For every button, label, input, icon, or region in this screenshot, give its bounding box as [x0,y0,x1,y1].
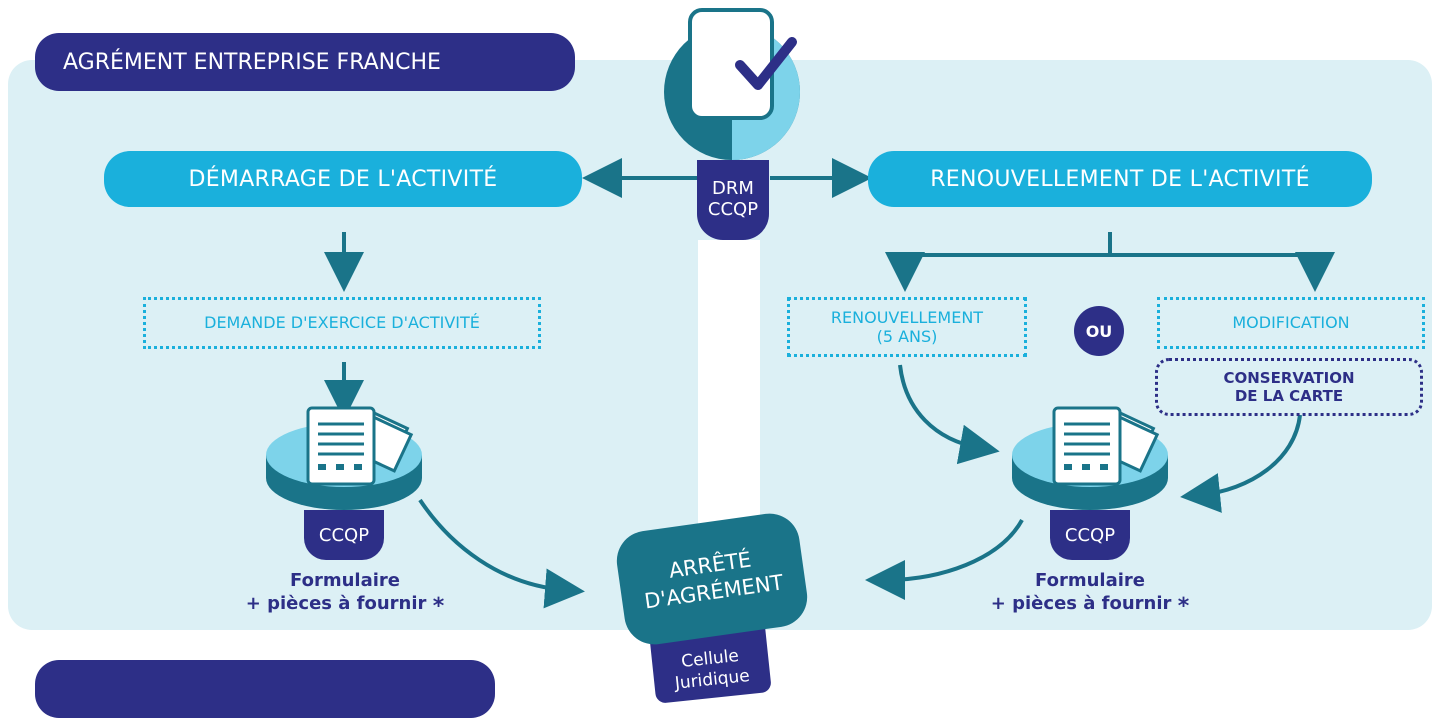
right-ccqp-tag: CCQP [1050,510,1130,560]
connectors-layer [266,8,1335,609]
ou-badge: OU [1074,306,1124,356]
left-caption-star: * [432,593,445,619]
left-ccqp-tag: CCQP [304,510,384,560]
renouvellement-line2: (5 ANS) [876,327,938,346]
drm-label: DRM [712,178,754,200]
conservation-line2: DE LA CARTE [1234,387,1344,405]
renouvellement-box: RENOUVELLEMENT (5 ANS) [787,297,1027,357]
validation-icon [664,8,800,160]
drm-ccqp-tag: DRM CCQP [697,160,769,240]
arrow-conservation-to-form [1180,414,1302,513]
tree-branch [903,253,1317,272]
right-form-icon [1012,406,1168,510]
renouvellement-line1: RENOUVELLEMENT [830,307,984,327]
conservation-box: CONSERVATION DE LA CARTE [1155,358,1423,416]
left-caption-line2: + pièces à fournir [245,592,427,614]
conservation-line1: CONSERVATION [1223,369,1355,387]
right-caption-star: * [1177,593,1190,619]
right-caption-line1: Formulaire [1035,570,1145,591]
page-title: AGRÉMENT ENTREPRISE FRANCHE [35,33,575,91]
arrow-right-form-to-arrete [865,519,1024,600]
right-caption: Formulaire + pièces à fournir * [965,570,1215,620]
left-caption: Formulaire + pièces à fournir * [220,570,470,620]
demande-box: DEMANDE D'EXERCICE D'ACTIVITÉ [143,297,541,349]
left-caption-line1: Formulaire [290,570,400,591]
left-form-icon [266,406,422,510]
modification-box: MODIFICATION [1157,297,1425,349]
arrow-left-form-to-arrete [418,498,585,609]
renouvellement-title: RENOUVELLEMENT DE L'ACTIVITÉ [868,151,1372,207]
arrow-renouvellement-to-form [898,364,1000,465]
ccqp-label: CCQP [707,199,759,220]
demarrage-title: DÉMARRAGE DE L'ACTIVITÉ [104,151,582,207]
right-caption-line2: + pièces à fournir [990,592,1172,614]
